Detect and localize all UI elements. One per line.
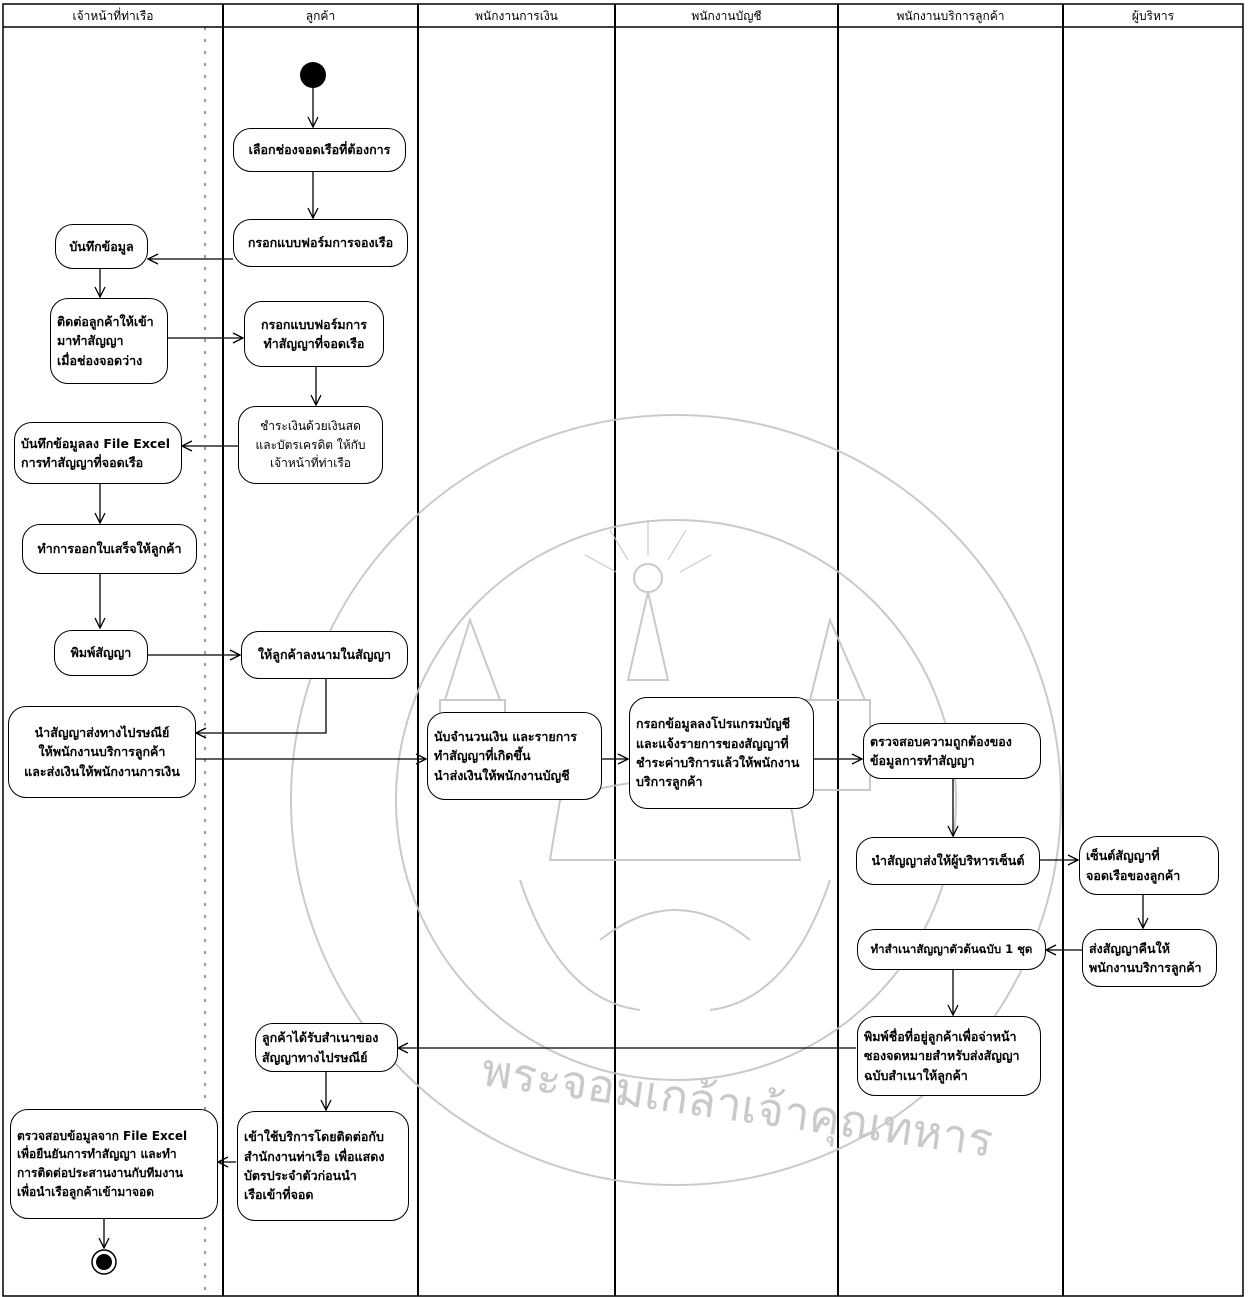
start-node [300,62,326,88]
activity-record-excel[interactable]: บันทึกข้อมูลลง File Excel การทำสัญญาที่จ… [14,422,182,484]
lane-title-executive: ผู้บริหาร [1131,9,1175,23]
activity-send-contract[interactable]: นำสัญญาส่งทางไปรษณีย์ ให้พนักงานบริการลู… [8,706,196,798]
activity-record-data[interactable]: บันทึกข้อมูล [55,224,148,269]
activity-print-address[interactable]: พิมพ์ชื่อที่อยู่ลูกค้าเพื่อจ่าหน้า ซองจด… [857,1016,1041,1096]
activity-issue-receipt[interactable]: ทำการออกใบเสร็จให้ลูกค้า [22,524,197,574]
arrow-sign-to-send [196,679,327,733]
activity-pay[interactable]: ชำระเงินด้วยเงินสด และบัตรเครดิต ให้กับ … [238,406,383,484]
activity-send-to-exec[interactable]: นำสัญญาส่งให้ผู้บริหารเซ็นต์ [856,837,1040,885]
swimlane-frame [2,3,1244,1297]
lane-title-customer-service: พนักงานบริการลูกค้า [896,9,1005,23]
end-node [91,1249,117,1275]
lane-title-port-officer: เจ้าหน้าที่ท่าเรือ [72,9,154,23]
activity-fill-contract-form[interactable]: กรอกแบบฟอร์มการ ทำสัญญาที่จอดเรือ [244,301,384,367]
lane-title-finance: พนักงานการเงิน [475,9,558,23]
activity-print-contract[interactable]: พิมพ์สัญญา [54,630,148,676]
activity-receive-copy[interactable]: ลูกค้าได้รับสำเนาของ สัญญาทางไปรษณีย์ [255,1023,398,1072]
transitions [100,88,1143,1248]
activity-copy-contract[interactable]: ทำสำเนาสัญญาตัวต้นฉบับ 1 ชุด [857,929,1046,970]
activity-customer-sign[interactable]: ให้ลูกค้าลงนามในสัญญา [241,631,408,679]
lane-title-customer: ลูกค้า [305,9,336,23]
activity-contact-customer[interactable]: ติดต่อลูกค้าให้เข้า มาทำสัญญา เมื่อช่องจ… [50,298,168,384]
activity-fill-booking-form[interactable]: กรอกแบบฟอร์มการจองเรือ [233,219,408,267]
activity-enter-accounting[interactable]: กรอกข้อมูลลงโปรแกรมบัญชี และแจ้งรายการขอ… [629,697,814,809]
activity-count-money[interactable]: นับจำนวนเงิน และรายการ ทำสัญญาที่เกิดขึ้… [427,712,602,800]
lane-title-accounting: พนักงานบัญชี [691,9,762,23]
activity-select-slot[interactable]: เลือกช่องจอดเรือที่ต้องการ [233,128,406,172]
activity-return-contract[interactable]: ส่งสัญญาคืนให้ พนักงานบริการลูกค้า [1082,929,1217,987]
activity-use-service[interactable]: เข้าใช้บริการโดยติดต่อกับ สำนักงานท่าเรื… [237,1111,409,1221]
activity-exec-sign[interactable]: เซ็นต์สัญญาที่ จอดเรือของลูกค้า [1079,836,1219,895]
activity-verify-excel[interactable]: ตรวจสอบข้อมูลจาก File Excel เพื่อยืนยันก… [10,1109,218,1219]
activity-verify-contract[interactable]: ตรวจสอบความถูกต้องของ ข้อมูลการทำสัญญา [863,723,1041,779]
